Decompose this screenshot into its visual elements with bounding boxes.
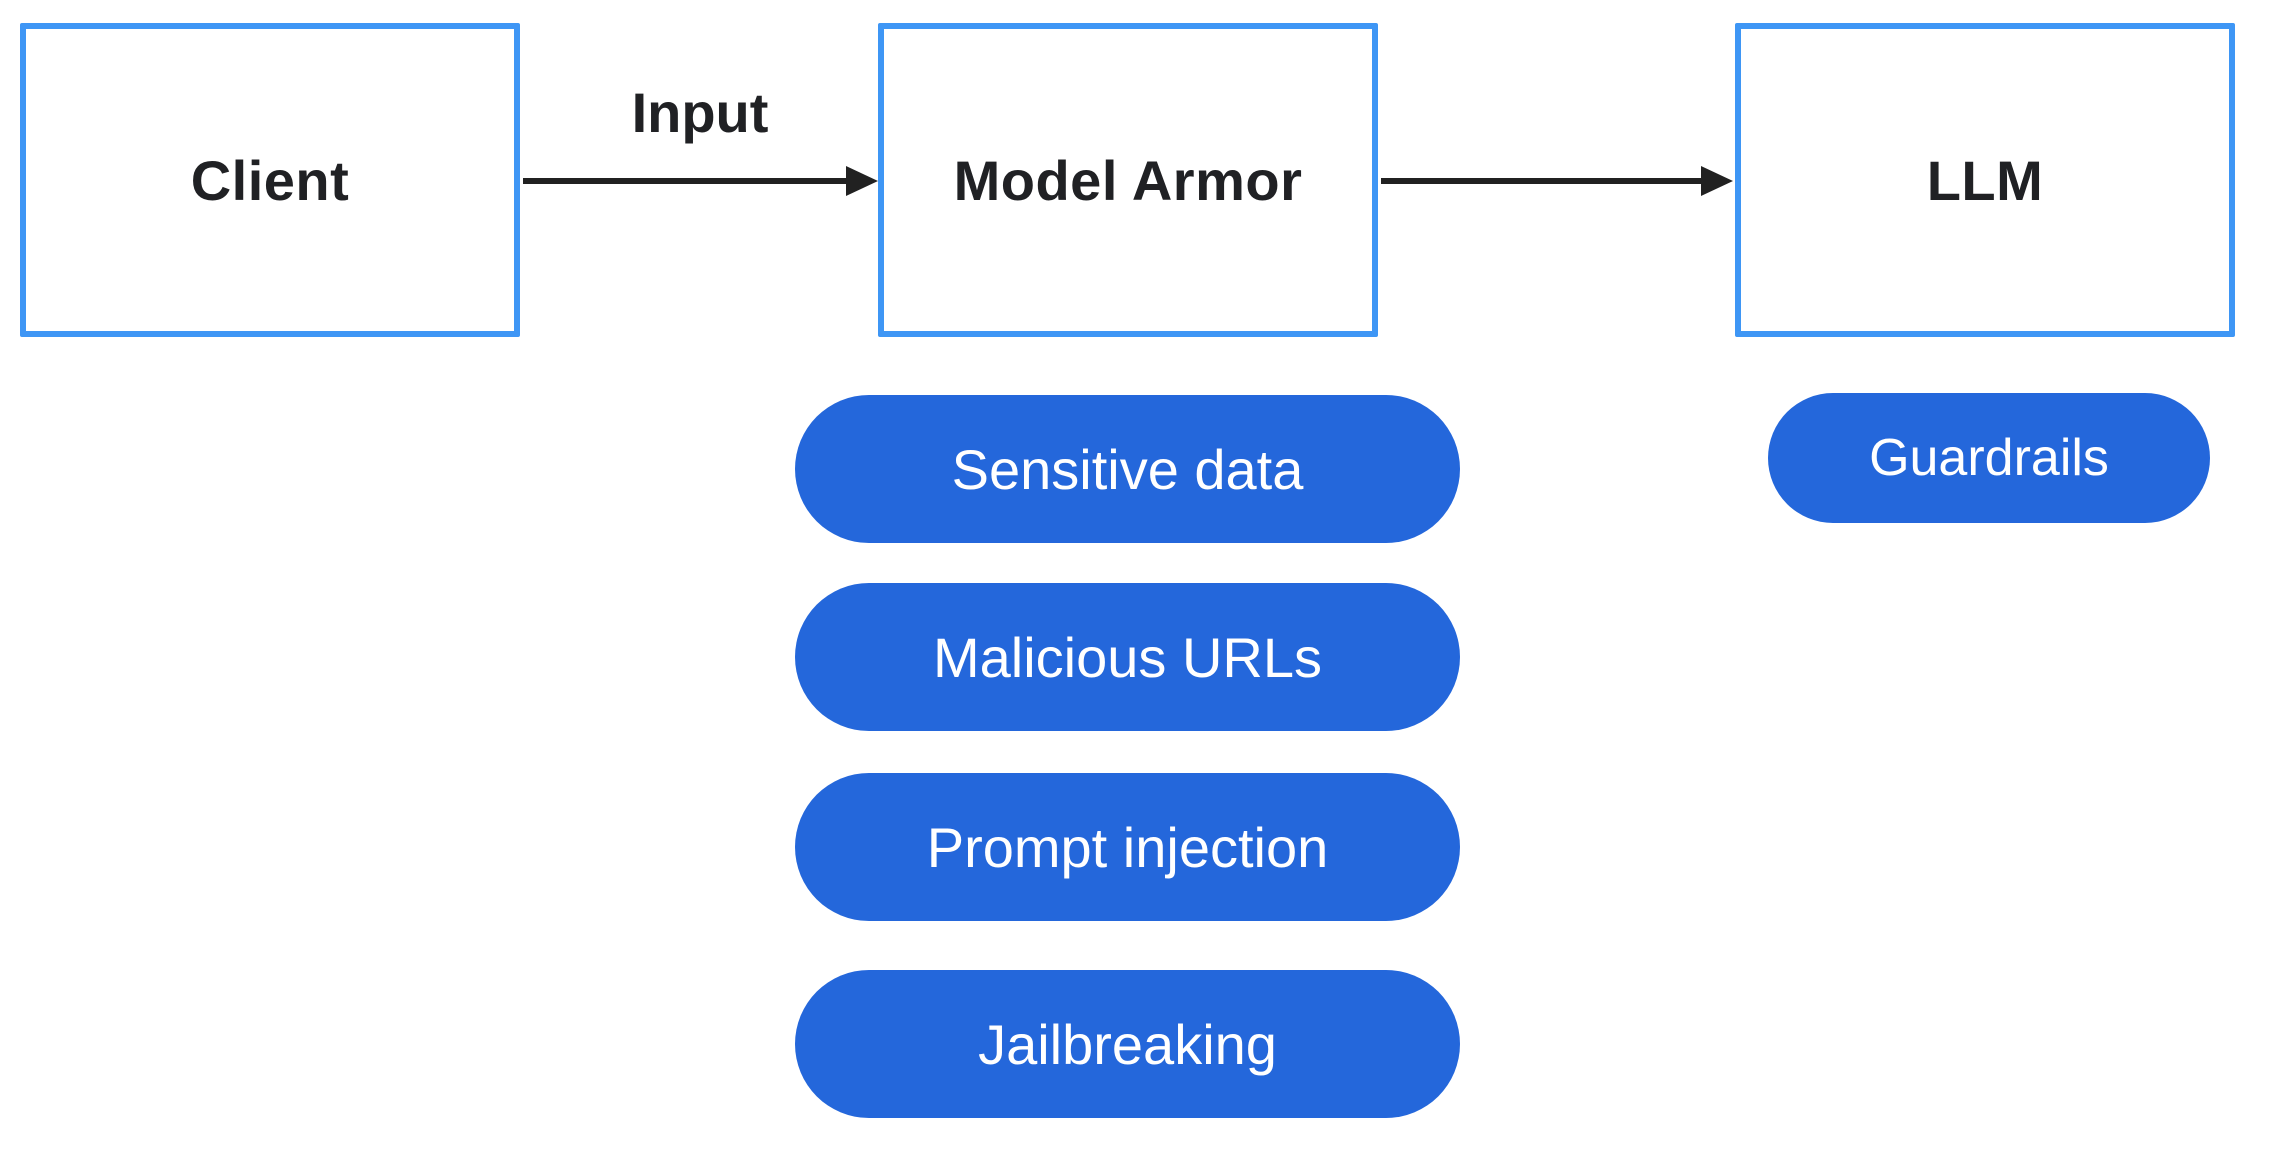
arrow-model-armor-to-llm-line [1381, 178, 1703, 184]
pill-jailbreaking: Jailbreaking [795, 970, 1460, 1118]
arrow-model-armor-to-llm-head-icon [1701, 166, 1733, 196]
pill-guardrails-label: Guardrails [1869, 429, 2109, 487]
pill-prompt-injection-label: Prompt injection [926, 815, 1329, 879]
node-client-label: Client [190, 148, 350, 212]
pill-guardrails: Guardrails [1768, 393, 2210, 523]
pill-jailbreaking-label: Jailbreaking [978, 1012, 1277, 1076]
pill-malicious-urls: Malicious URLs [795, 583, 1460, 731]
arrow-client-to-model-armor-line [523, 178, 849, 184]
edge-input-label: Input [631, 81, 769, 144]
pill-prompt-injection: Prompt injection [795, 773, 1460, 921]
node-model-armor: Model Armor [878, 23, 1378, 337]
pill-malicious-urls-label: Malicious URLs [933, 625, 1322, 689]
arrow-client-to-model-armor-head-icon [846, 166, 878, 196]
node-llm-label: LLM [1926, 148, 2044, 212]
pill-sensitive-data: Sensitive data [795, 395, 1460, 543]
node-model-armor-label: Model Armor [953, 148, 1303, 212]
pill-sensitive-data-label: Sensitive data [951, 437, 1304, 501]
node-llm: LLM [1735, 23, 2235, 337]
node-client: Client [20, 23, 520, 337]
